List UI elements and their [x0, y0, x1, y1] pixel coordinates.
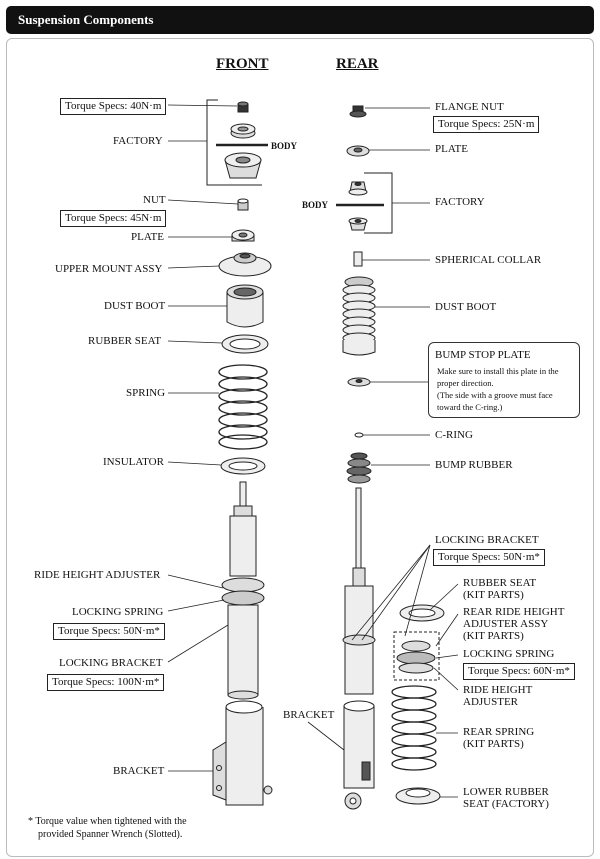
bump-stop-line-4: toward the C-ring.): [437, 402, 503, 412]
rear-bump-rubber: [346, 452, 372, 484]
rear-bracket-label: BRACKET: [283, 709, 335, 721]
bump-stop-text: Make sure to install this plate in the p…: [437, 365, 579, 413]
footnote: * Torque value when tightened with the p…: [28, 815, 187, 841]
rear-dust-boot: [342, 276, 376, 356]
front-insulator: [220, 457, 266, 475]
rear-spring: [391, 685, 437, 771]
rear-lower-seat-line-1: LOWER RUBBER: [463, 786, 549, 798]
bump-stop-line-2: proper direction.: [437, 378, 494, 388]
front-spring-label: SPRING: [126, 387, 166, 399]
rear-ride-height-assy-label: REAR RIDE HEIGHT ADJUSTER ASSY (KIT PART…: [463, 606, 564, 642]
rear-kit-rubber-seat: [399, 604, 445, 622]
front-insulator-label: INSULATOR: [103, 456, 164, 468]
rear-spring-line-2: (KIT PARTS): [463, 738, 524, 750]
rear-spring-label: REAR SPRING (KIT PARTS): [463, 726, 534, 750]
front-ride-height-label: RIDE HEIGHT ADJUSTER: [34, 569, 161, 581]
rear-adjuster-dashed-box: [393, 631, 440, 681]
bump-stop-title: BUMP STOP PLATE: [435, 349, 531, 361]
front-locking-spring-label: LOCKING SPRING: [72, 606, 164, 618]
rear-lower-seat-label: LOWER RUBBER SEAT (FACTORY): [463, 786, 549, 810]
rear-ride-height-line-1: RIDE HEIGHT: [463, 684, 533, 696]
front-rubber-seat-label: RUBBER SEAT: [88, 335, 162, 347]
rear-lower-seat-line-2: SEAT (FACTORY): [463, 798, 549, 810]
rear-bracket: [343, 700, 375, 810]
front-shock: [221, 481, 265, 700]
rear-body-label: BODY: [302, 200, 329, 210]
rear-spherical-collar: [353, 251, 363, 267]
rear-shock: [342, 487, 376, 695]
front-locking-bracket-label: LOCKING BRACKET: [59, 657, 163, 669]
rear-torque-60-box: Torque Specs: 60N·m*: [463, 663, 575, 680]
rear-bump-stop-plate: [347, 377, 371, 387]
rear-bump-rubber-label: BUMP RUBBER: [435, 459, 513, 471]
rear-spherical-collar-label: SPHERICAL COLLAR: [435, 254, 542, 266]
rear-locking-spring-label: LOCKING SPRING: [463, 648, 555, 660]
bump-stop-line-3: (The side with a groove must face: [437, 390, 553, 400]
rear-ride-assy-line-3: (KIT PARTS): [463, 630, 524, 642]
front-plate-label: PLATE: [131, 231, 164, 243]
bump-stop-note: BUMP STOP PLATE Make sure to install thi…: [428, 342, 580, 418]
front-upper-mount: [218, 252, 272, 277]
rear-rubber-seat-label: RUBBER SEAT (KIT PARTS): [463, 577, 536, 601]
front-dust-boot-label: DUST BOOT: [104, 300, 166, 312]
footnote-line-2: provided Spanner Wrench (Slotted).: [38, 829, 183, 840]
rear-torque-50-box: Torque Specs: 50N·m*: [433, 549, 545, 566]
front-factory-label: FACTORY: [113, 135, 163, 147]
front-nut: [237, 198, 249, 211]
rear-lower-rubber-seat: [395, 787, 441, 805]
content-frame: [6, 38, 594, 857]
footnote-line-1: * Torque value when tightened with the: [28, 816, 187, 827]
front-torque-50-box: Torque Specs: 50N·m*: [53, 623, 165, 640]
front-bracket: [212, 700, 273, 806]
front-torque-100-box: Torque Specs: 100N·m*: [47, 674, 165, 691]
header-bar: Suspension Components: [6, 6, 594, 34]
rear-flange-nut: [349, 105, 367, 118]
front-spring: [218, 364, 268, 450]
rear-c-ring: [354, 432, 364, 438]
rear-torque-25-box: Torque Specs: 25N·m: [433, 116, 540, 133]
front-torque-40-box: Torque Specs: 40N·m: [60, 98, 167, 115]
front-body-label: BODY: [271, 141, 298, 151]
front-factory-mount-upper: [230, 123, 256, 139]
rear-plate: [346, 145, 370, 157]
rear-column-title: REAR: [336, 56, 379, 72]
rear-factory-bracket: [364, 172, 393, 234]
rear-plate-label: PLATE: [435, 143, 468, 155]
rear-ride-assy-line-1: REAR RIDE HEIGHT: [463, 606, 565, 618]
rear-ride-height-label: RIDE HEIGHT ADJUSTER: [463, 684, 532, 708]
rear-ride-assy-line-2: ADJUSTER ASSY: [463, 618, 549, 630]
rear-flange-nut-label: FLANGE NUT: [435, 101, 504, 113]
rear-factory-label: FACTORY: [435, 196, 485, 208]
bump-stop-line-1: Make sure to install this plate in the: [437, 366, 559, 376]
rear-factory-lower: [348, 217, 368, 231]
rear-rubber-seat-line-2: (KIT PARTS): [463, 589, 524, 601]
front-plate: [231, 229, 255, 242]
rear-dust-boot-label: DUST BOOT: [435, 301, 497, 313]
page-title: Suspension Components: [18, 12, 154, 27]
front-nut-label: NUT: [143, 194, 166, 206]
front-leader-lines: [167, 104, 239, 772]
front-torque-45-box: Torque Specs: 45N·m: [60, 210, 167, 227]
rear-ride-height-adjuster: [396, 640, 436, 674]
rear-factory-upper: [348, 181, 368, 196]
front-upper-mount-label: UPPER MOUNT ASSY: [55, 263, 163, 275]
rear-c-ring-label: C-RING: [435, 429, 473, 441]
front-factory-nut: [237, 101, 249, 113]
rear-locking-bracket-label: LOCKING BRACKET: [435, 534, 539, 546]
front-factory-bracket: [206, 99, 262, 186]
front-dust-boot: [226, 284, 264, 328]
rear-leader-lines: [307, 107, 459, 798]
rear-ride-height-line-2: ADJUSTER: [463, 696, 519, 708]
front-bracket-label: BRACKET: [113, 765, 165, 777]
front-rubber-seat: [221, 334, 269, 354]
front-factory-mount-lower: [224, 152, 262, 179]
rear-spring-line-1: REAR SPRING: [463, 726, 535, 738]
rear-rubber-seat-line-1: RUBBER SEAT: [463, 577, 537, 589]
front-column-title: FRONT: [216, 56, 269, 72]
